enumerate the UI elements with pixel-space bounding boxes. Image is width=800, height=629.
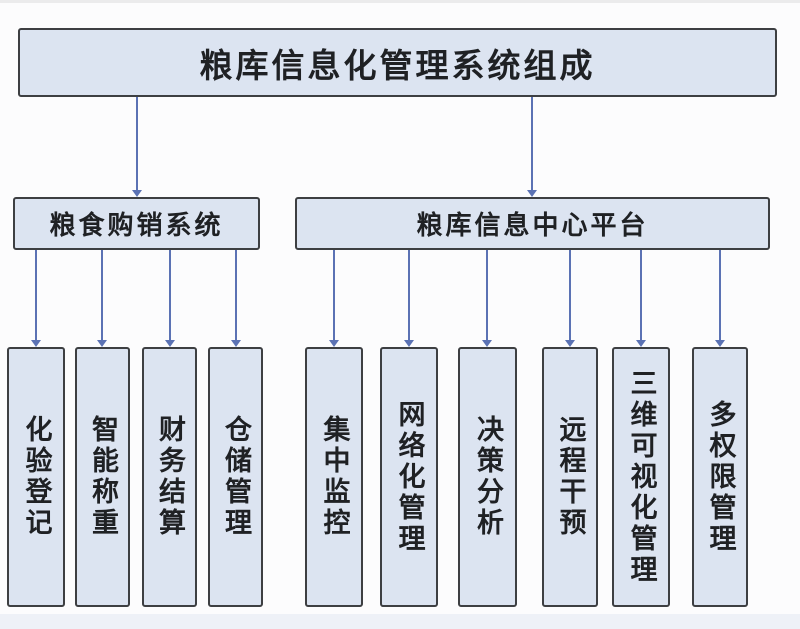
connector-title-to-right-branch <box>531 97 533 190</box>
arrowhead-left-branch <box>132 190 142 197</box>
leaf-label: 三维可视化管理 <box>626 368 657 586</box>
leaf-label: 财务结算 <box>155 415 185 539</box>
leaf-label: 化验登记 <box>21 415 52 539</box>
leaf-box-intelligent-weighing: 智能称重 <box>75 347 130 607</box>
connector-right-child-5 <box>640 250 642 340</box>
diagram-title: 粮库信息化管理系统组成 <box>199 48 596 85</box>
connector-left-child-1 <box>35 250 37 340</box>
leaf-label: 集中监控 <box>319 415 350 539</box>
leaf-box-networked-management: 网络化管理 <box>380 347 438 607</box>
arrowhead-left-child-1 <box>31 340 41 347</box>
arrowhead-left-child-2 <box>97 340 107 347</box>
top-edge-strip <box>0 0 800 3</box>
connector-right-child-1 <box>333 250 335 340</box>
leaf-box-warehouse-management: 仓储管理 <box>208 347 263 607</box>
arrowhead-right-child-1 <box>329 340 339 347</box>
arrowhead-left-child-4 <box>231 340 241 347</box>
connector-right-child-3 <box>486 250 488 340</box>
branch-box-grain-purchase-sales: 粮食购销系统 <box>13 197 260 250</box>
leaf-box-remote-intervention: 远程干预 <box>542 347 598 607</box>
arrowhead-right-branch <box>527 190 537 197</box>
connector-right-child-6 <box>719 250 721 340</box>
connector-right-child-4 <box>569 250 571 340</box>
arrowhead-right-child-4 <box>565 340 575 347</box>
leaf-box-multi-permission-management: 多权限管理 <box>692 347 748 607</box>
arrowhead-left-child-3 <box>165 340 175 347</box>
arrowhead-right-child-6 <box>715 340 725 347</box>
connector-title-to-left-branch <box>136 97 138 190</box>
connector-left-child-2 <box>101 250 103 340</box>
arrowhead-right-child-2 <box>404 340 414 347</box>
leaf-label: 多权限管理 <box>705 399 736 555</box>
connector-right-child-2 <box>408 250 410 340</box>
diagram-title-box: 粮库信息化管理系统组成 <box>18 28 777 97</box>
branch-label: 粮库信息中心平台 <box>416 211 649 240</box>
leaf-box-3d-visualization-management: 三维可视化管理 <box>612 347 670 607</box>
leaf-box-financial-settlement: 财务结算 <box>142 347 197 607</box>
arrowhead-right-child-3 <box>482 340 492 347</box>
leaf-label: 远程干预 <box>555 415 586 539</box>
branch-box-info-center-platform: 粮库信息中心平台 <box>295 197 770 250</box>
leaf-label: 决策分析 <box>473 415 503 539</box>
leaf-box-lab-test-registration: 化验登记 <box>7 347 65 607</box>
leaf-box-decision-analysis: 决策分析 <box>458 347 517 607</box>
leaf-label: 网络化管理 <box>394 399 425 555</box>
connector-left-child-3 <box>169 250 171 340</box>
leaf-label: 智能称重 <box>88 415 118 539</box>
branch-label: 粮食购销系统 <box>49 211 224 240</box>
leaf-label: 仓储管理 <box>221 415 251 539</box>
bottom-edge-strip <box>0 614 800 629</box>
connector-left-child-4 <box>235 250 237 340</box>
leaf-box-centralized-monitoring: 集中监控 <box>305 347 363 607</box>
arrowhead-right-child-5 <box>636 340 646 347</box>
